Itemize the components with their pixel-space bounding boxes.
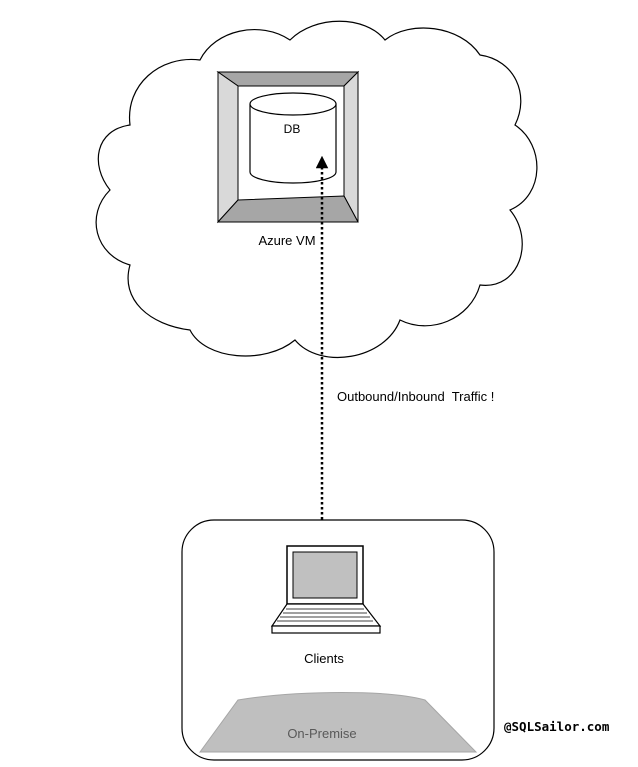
laptop-icon xyxy=(270,545,382,634)
traffic-label: Outbound/Inbound Traffic ! xyxy=(337,389,494,404)
clients-label: Clients xyxy=(304,651,344,666)
credit-watermark: @SQLSailor.com xyxy=(504,719,610,734)
database-icon xyxy=(249,92,337,184)
vm-label: Azure VM xyxy=(258,233,315,248)
db-label: DB xyxy=(284,122,301,136)
on-premise-label: On-Premise xyxy=(287,726,356,741)
on-premise-zone xyxy=(199,692,478,753)
